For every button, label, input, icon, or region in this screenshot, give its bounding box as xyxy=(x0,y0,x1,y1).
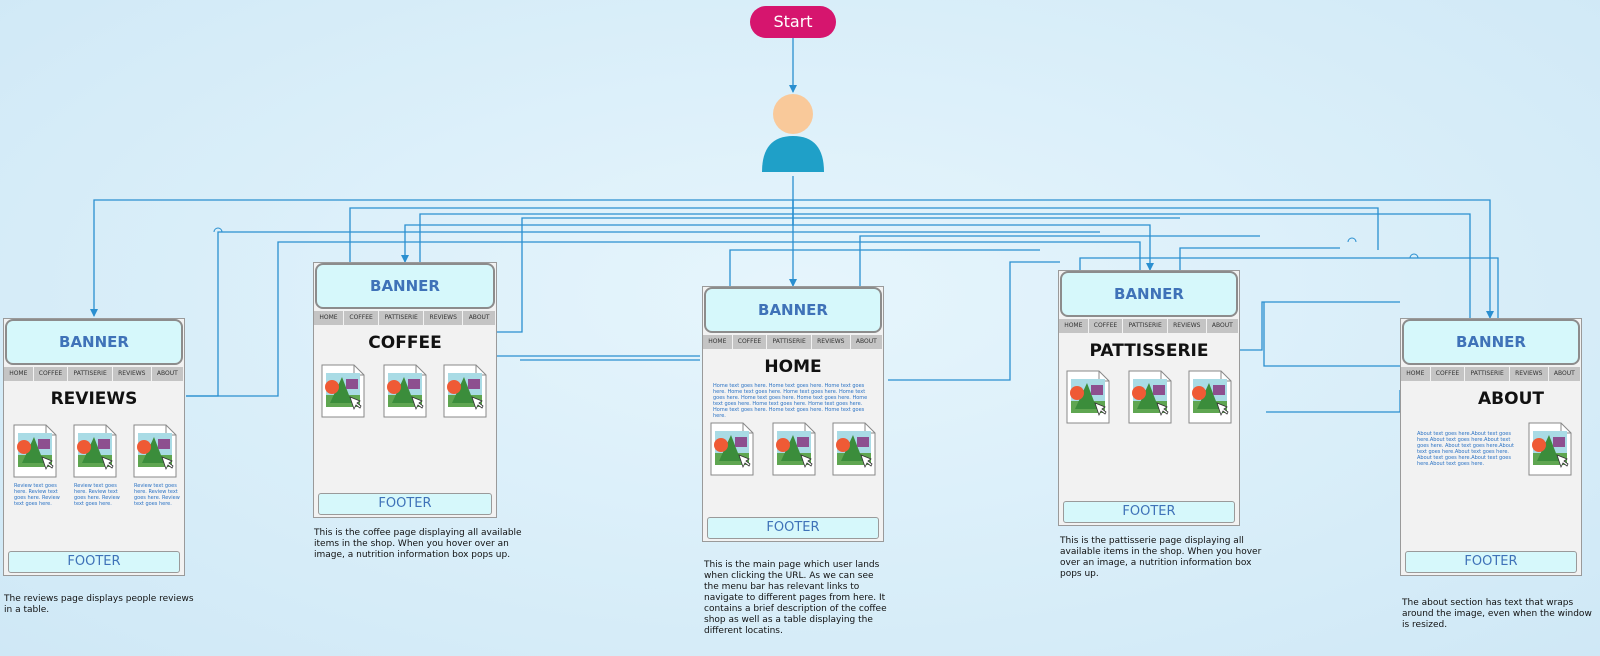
about-body-text: About text goes here.About text goes her… xyxy=(1417,431,1514,467)
connector-to-coffee xyxy=(401,200,794,263)
nav-item-coffee: COFFEE xyxy=(732,335,768,349)
about-page-title: ABOUT xyxy=(1478,389,1544,409)
nav-item-about: ABOUT xyxy=(1206,319,1239,333)
about-nav-link xyxy=(1266,390,1401,413)
connector-to-reviews xyxy=(90,199,793,317)
image-icon xyxy=(443,364,487,418)
home-footer: FOOTER xyxy=(707,517,879,539)
connector-to-pattisserie xyxy=(792,200,1154,271)
pattisserie-description: This is the pattisserie page displaying … xyxy=(1060,536,1262,579)
nav-item-reviews: REVIEWS xyxy=(811,335,851,349)
nav-item-home: HOME xyxy=(4,367,34,381)
image-icon xyxy=(73,424,117,478)
about-footer: FOOTER xyxy=(1405,551,1577,573)
image-icon xyxy=(772,422,816,476)
nav-item-about: ABOUT xyxy=(463,311,496,325)
nav-item-reviews: REVIEWS xyxy=(1167,319,1207,333)
hop-marker xyxy=(213,227,223,233)
image-icon xyxy=(383,364,427,418)
about-banner: BANNER xyxy=(1402,319,1580,365)
review-caption: Review text goes here. Review text goes … xyxy=(74,483,120,507)
nav-item-pattiserie: PATTISERIE xyxy=(1465,367,1510,381)
user-icon xyxy=(762,94,824,172)
image-icon xyxy=(1066,370,1110,424)
about-description: The about section has text that wraps ar… xyxy=(1402,598,1592,630)
image-icon xyxy=(832,422,876,476)
hop-marker xyxy=(1347,237,1357,243)
reviews-nav-link-2 xyxy=(186,241,1141,397)
connector-to-about xyxy=(793,199,1494,319)
about-page-mockup: BANNER HOME COFFEE PATTISERIE REVIEWS AB… xyxy=(1400,318,1582,576)
coffee-page-mockup: BANNER HOME COFFEE PATTISERIE REVIEWS AB… xyxy=(313,262,497,518)
image-icon xyxy=(1128,370,1172,424)
nav-item-pattiserie: PATTISERIE xyxy=(767,335,812,349)
nav-item-reviews: REVIEWS xyxy=(1509,367,1549,381)
home-nav-link-2 xyxy=(496,217,1180,333)
about-side-link xyxy=(1263,302,1400,367)
home-menu-bar: HOME COFFEE PATTISERIE REVIEWS ABOUT xyxy=(703,335,883,349)
start-node: Start xyxy=(750,6,836,38)
image-icon xyxy=(710,422,754,476)
home-side-link xyxy=(888,261,1060,381)
user-icon-body xyxy=(762,136,824,172)
nav-item-about: ABOUT xyxy=(1548,367,1581,381)
review-caption: Review text goes here. Review text goes … xyxy=(14,483,60,507)
home-nav-link xyxy=(495,318,700,357)
pattisserie-banner: BANNER xyxy=(1060,271,1238,317)
coffee-menu-bar: HOME COFFEE PATTISERIE REVIEWS ABOUT xyxy=(314,311,496,325)
pattisserie-footer: FOOTER xyxy=(1063,501,1235,523)
reviews-footer: FOOTER xyxy=(8,551,180,573)
home-page-title: HOME xyxy=(764,357,822,377)
nav-item-about: ABOUT xyxy=(151,367,184,381)
image-icon xyxy=(321,364,365,418)
home-body-text: Home text goes here. Home text goes here… xyxy=(713,383,868,419)
reviews-banner: BANNER xyxy=(5,319,183,365)
nav-item-pattiserie: PATTISERIE xyxy=(1123,319,1168,333)
home-page-mockup: BANNER HOME COFFEE PATTISERIE REVIEWS AB… xyxy=(702,286,884,542)
nav-item-coffee: COFFEE xyxy=(343,311,380,325)
coffee-page-title: COFFEE xyxy=(368,333,442,353)
nav-item-coffee: COFFEE xyxy=(1088,319,1124,333)
home-description: This is the main page which user lands w… xyxy=(704,560,887,636)
nav-item-home: HOME xyxy=(703,335,733,349)
coffee-footer: FOOTER xyxy=(318,493,492,515)
reviews-menu-bar: HOME COFFEE PATTISERIE REVIEWS ABOUT xyxy=(4,367,184,381)
nav-item-home: HOME xyxy=(1401,367,1431,381)
pattisserie-nav-link-2 xyxy=(1230,301,1400,351)
pattisserie-page-mockup: BANNER HOME COFFEE PATTISERIE REVIEWS AB… xyxy=(1058,270,1240,526)
nav-item-home: HOME xyxy=(1059,319,1089,333)
image-icon xyxy=(13,424,57,478)
coffee-description: This is the coffee page displaying all a… xyxy=(314,528,522,560)
pattisserie-menu-bar: HOME COFFEE PATTISERIE REVIEWS ABOUT xyxy=(1059,319,1239,333)
about-menu-bar: HOME COFFEE PATTISERIE REVIEWS ABOUT xyxy=(1401,367,1581,381)
reviews-description: The reviews page displays people reviews… xyxy=(4,594,194,615)
nav-item-pattiserie: PATTISERIE xyxy=(68,367,113,381)
nav-item-pattiserie: PATTISERIE xyxy=(379,311,425,325)
image-icon xyxy=(133,424,177,478)
hop-marker xyxy=(1409,253,1419,259)
nav-item-coffee: COFFEE xyxy=(1430,367,1466,381)
image-icon xyxy=(1528,422,1572,476)
reviews-page-title: REVIEWS xyxy=(50,389,138,409)
nav-item-coffee: COFFEE xyxy=(33,367,69,381)
reviews-page-mockup: BANNER HOME COFFEE PATTISERIE REVIEWS AB… xyxy=(3,318,185,576)
home-banner: BANNER xyxy=(704,287,882,333)
nav-item-home: HOME xyxy=(314,311,344,325)
pattisserie-page-title: PATTISSERIE xyxy=(1089,341,1209,361)
nav-item-reviews: REVIEWS xyxy=(112,367,152,381)
nav-item-about: ABOUT xyxy=(850,335,883,349)
review-caption: Review text goes here. Review text goes … xyxy=(134,483,180,507)
user-icon-head xyxy=(773,94,813,134)
nav-item-reviews: REVIEWS xyxy=(424,311,464,325)
coffee-banner: BANNER xyxy=(315,263,495,309)
image-icon xyxy=(1188,370,1232,424)
